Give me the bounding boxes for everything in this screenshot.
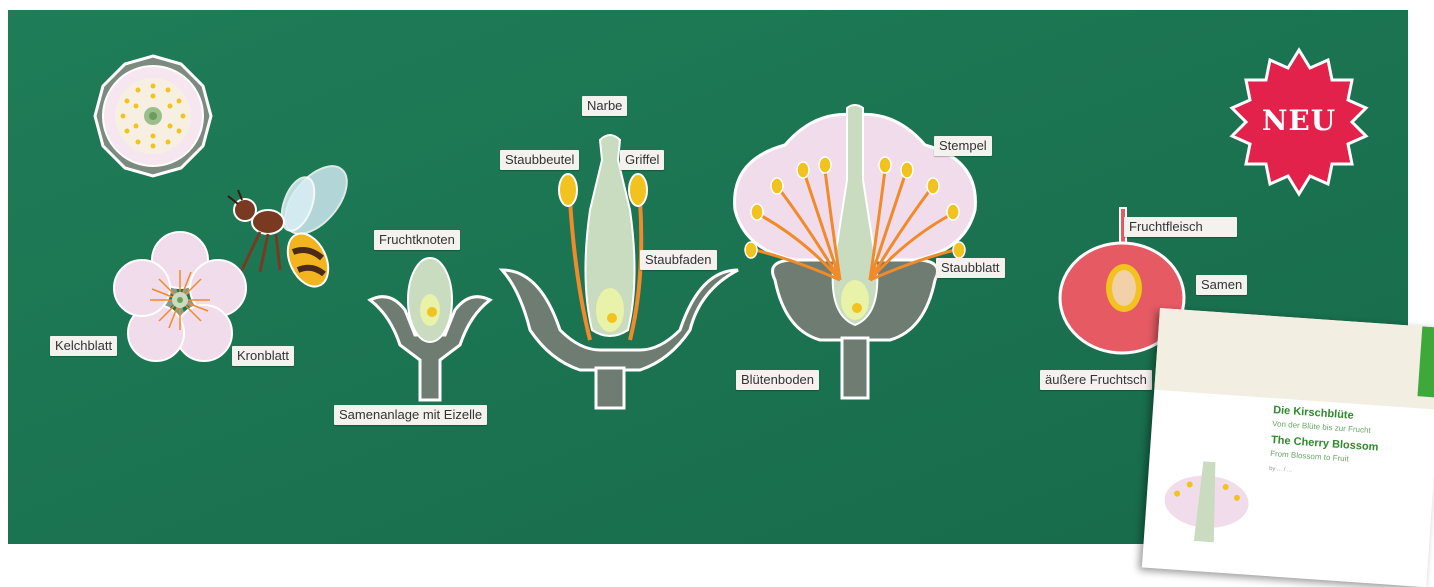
- label-staubblatt: Staubblatt: [936, 258, 1005, 278]
- label-fruchtfleisch: Fruchtfleisch: [1124, 217, 1237, 237]
- label-staubfaden: Staubfaden: [640, 250, 717, 270]
- label-narbe: Narbe: [582, 96, 627, 116]
- label-bluetenboden: Blütenboden: [736, 370, 819, 390]
- label-kronblatt: Kronblatt: [232, 346, 294, 366]
- label-aeussere-fruchtschale: äußere Fruchtsch: [1040, 370, 1152, 390]
- label-kelchblatt: Kelchblatt: [50, 336, 117, 356]
- label-fruchtknoten: Fruchtknoten: [374, 230, 460, 250]
- new-badge-label: NEU: [1226, 104, 1372, 137]
- book-cover: Die Kirschblüte Von der Blüte bis zur Fr…: [1142, 308, 1434, 587]
- label-staubbeutel: Staubbeutel: [500, 150, 579, 170]
- label-stempel: Stempel: [934, 136, 992, 156]
- label-samenanlage: Samenanlage mit Eizelle: [334, 405, 487, 425]
- book-cover-flower-icon: [1142, 308, 1434, 587]
- label-samen: Samen: [1196, 275, 1247, 295]
- label-griffel: Griffel: [620, 150, 664, 170]
